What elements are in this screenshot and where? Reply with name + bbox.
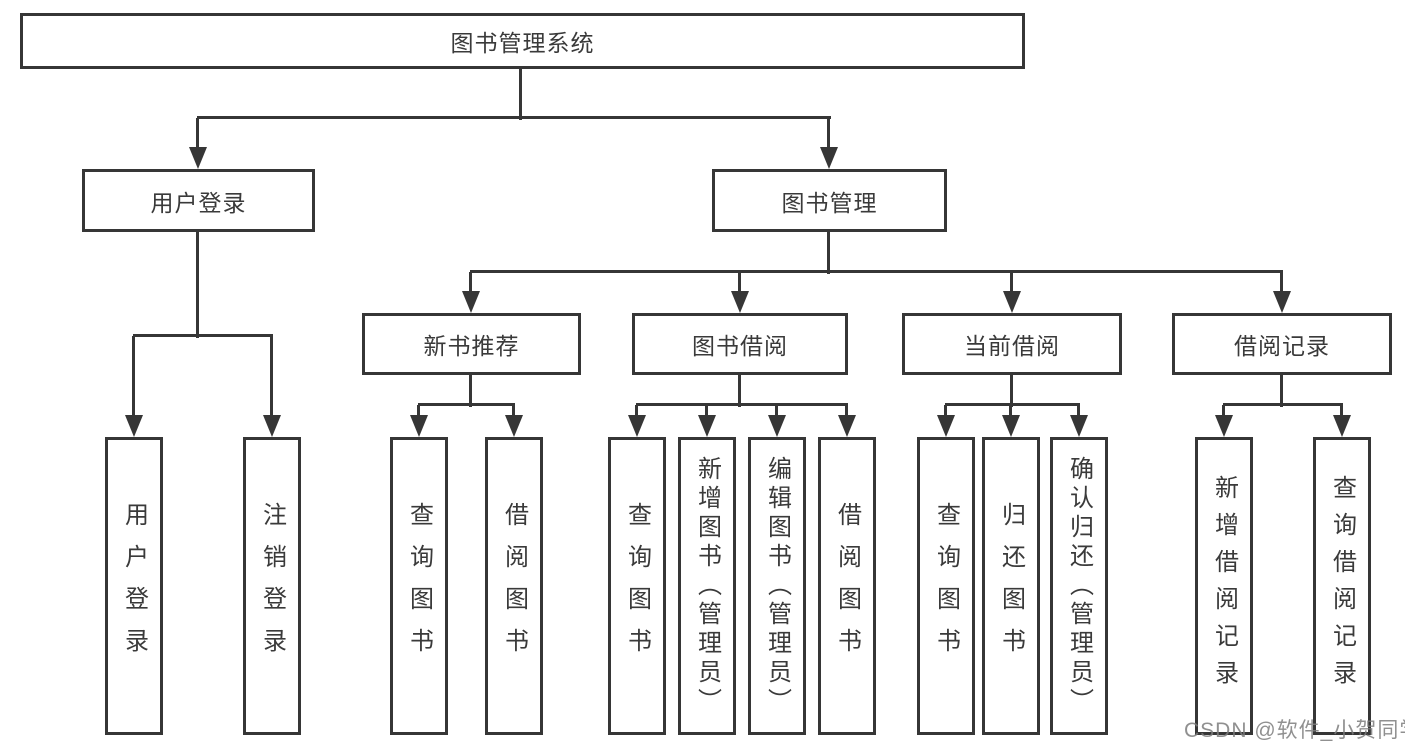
node-current-borrow: 当前借阅 bbox=[902, 313, 1122, 375]
arrow-head bbox=[698, 415, 716, 437]
connector-line bbox=[945, 403, 1080, 406]
connector-line bbox=[944, 405, 947, 421]
connector-line bbox=[197, 116, 831, 119]
connector-line bbox=[133, 334, 273, 337]
arrow-head bbox=[462, 291, 480, 313]
node-leaf-nb-query-books: 查询图书 bbox=[390, 437, 448, 735]
node-new-book-recommend: 新书推荐 bbox=[362, 313, 581, 375]
node-user-login: 用户登录 bbox=[82, 169, 315, 232]
connector-line bbox=[738, 375, 741, 407]
node-root-system: 图书管理系统 bbox=[20, 13, 1025, 69]
node-leaf-bb-borrow-books: 借阅图书 bbox=[818, 437, 876, 735]
node-borrow-records: 借阅记录 bbox=[1172, 313, 1392, 375]
connector-line bbox=[519, 68, 522, 120]
connector-line bbox=[1010, 272, 1013, 297]
connector-line bbox=[196, 232, 199, 338]
connector-line bbox=[636, 403, 848, 406]
arrow-head bbox=[838, 415, 856, 437]
csdn-watermark: CSDN @软件_小贺同学 bbox=[1184, 719, 1405, 742]
arrow-head bbox=[1215, 415, 1233, 437]
connector-line bbox=[270, 336, 273, 421]
connector-line bbox=[469, 272, 472, 297]
arrow-head bbox=[1070, 415, 1088, 437]
connector-line bbox=[1340, 405, 1343, 421]
node-leaf-bb-query-books: 查询图书 bbox=[608, 437, 666, 735]
arrow-head bbox=[1003, 291, 1021, 313]
arrow-head bbox=[937, 415, 955, 437]
connector-line bbox=[469, 375, 472, 407]
connector-line bbox=[705, 405, 708, 421]
connector-line bbox=[1009, 405, 1012, 421]
connector-line bbox=[827, 232, 830, 274]
arrow-head bbox=[1333, 415, 1351, 437]
node-leaf-user-login: 用户登录 bbox=[105, 437, 163, 735]
connector-line bbox=[827, 118, 830, 153]
node-leaf-logout: 注销登录 bbox=[243, 437, 301, 735]
connector-line bbox=[775, 405, 778, 421]
node-leaf-cb-query-books: 查询图书 bbox=[917, 437, 975, 735]
node-leaf-br-query-record: 查询借阅记录 bbox=[1313, 437, 1371, 735]
arrow-head bbox=[1002, 415, 1020, 437]
arrow-head bbox=[768, 415, 786, 437]
connector-line bbox=[196, 118, 199, 153]
node-book-management: 图书管理 bbox=[712, 169, 947, 232]
connector-line bbox=[1077, 405, 1080, 421]
connector-line bbox=[635, 405, 638, 421]
node-book-borrow: 图书借阅 bbox=[632, 313, 848, 375]
arrow-head bbox=[628, 415, 646, 437]
connector-line bbox=[132, 336, 135, 421]
connector-line bbox=[845, 405, 848, 421]
node-leaf-bb-edit-books-admin: 编辑图书（管理员） bbox=[748, 437, 806, 735]
connector-line bbox=[738, 272, 741, 297]
node-leaf-bb-add-books-admin: 新增图书（管理员） bbox=[678, 437, 736, 735]
node-leaf-br-add-record: 新增借阅记录 bbox=[1195, 437, 1253, 735]
arrow-head bbox=[410, 415, 428, 437]
node-leaf-nb-borrow-books: 借阅图书 bbox=[485, 437, 543, 735]
connector-line bbox=[1222, 405, 1225, 421]
arrow-head bbox=[731, 291, 749, 313]
arrow-head bbox=[1273, 291, 1291, 313]
arrow-head bbox=[820, 147, 838, 169]
connector-line bbox=[1010, 375, 1013, 407]
connector-line bbox=[512, 405, 515, 421]
connector-line bbox=[470, 270, 1283, 273]
connector-line bbox=[1280, 272, 1283, 297]
node-leaf-cb-confirm-return-admin: 确认归还（管理员） bbox=[1050, 437, 1108, 735]
connector-line bbox=[1223, 403, 1343, 406]
connector-line bbox=[417, 405, 420, 421]
arrow-head bbox=[505, 415, 523, 437]
connector-line bbox=[1280, 375, 1283, 407]
arrow-head bbox=[189, 147, 207, 169]
connector-line bbox=[418, 403, 515, 406]
node-leaf-cb-return-books: 归还图书 bbox=[982, 437, 1040, 735]
arrow-head bbox=[263, 415, 281, 437]
arrow-head bbox=[125, 415, 143, 437]
